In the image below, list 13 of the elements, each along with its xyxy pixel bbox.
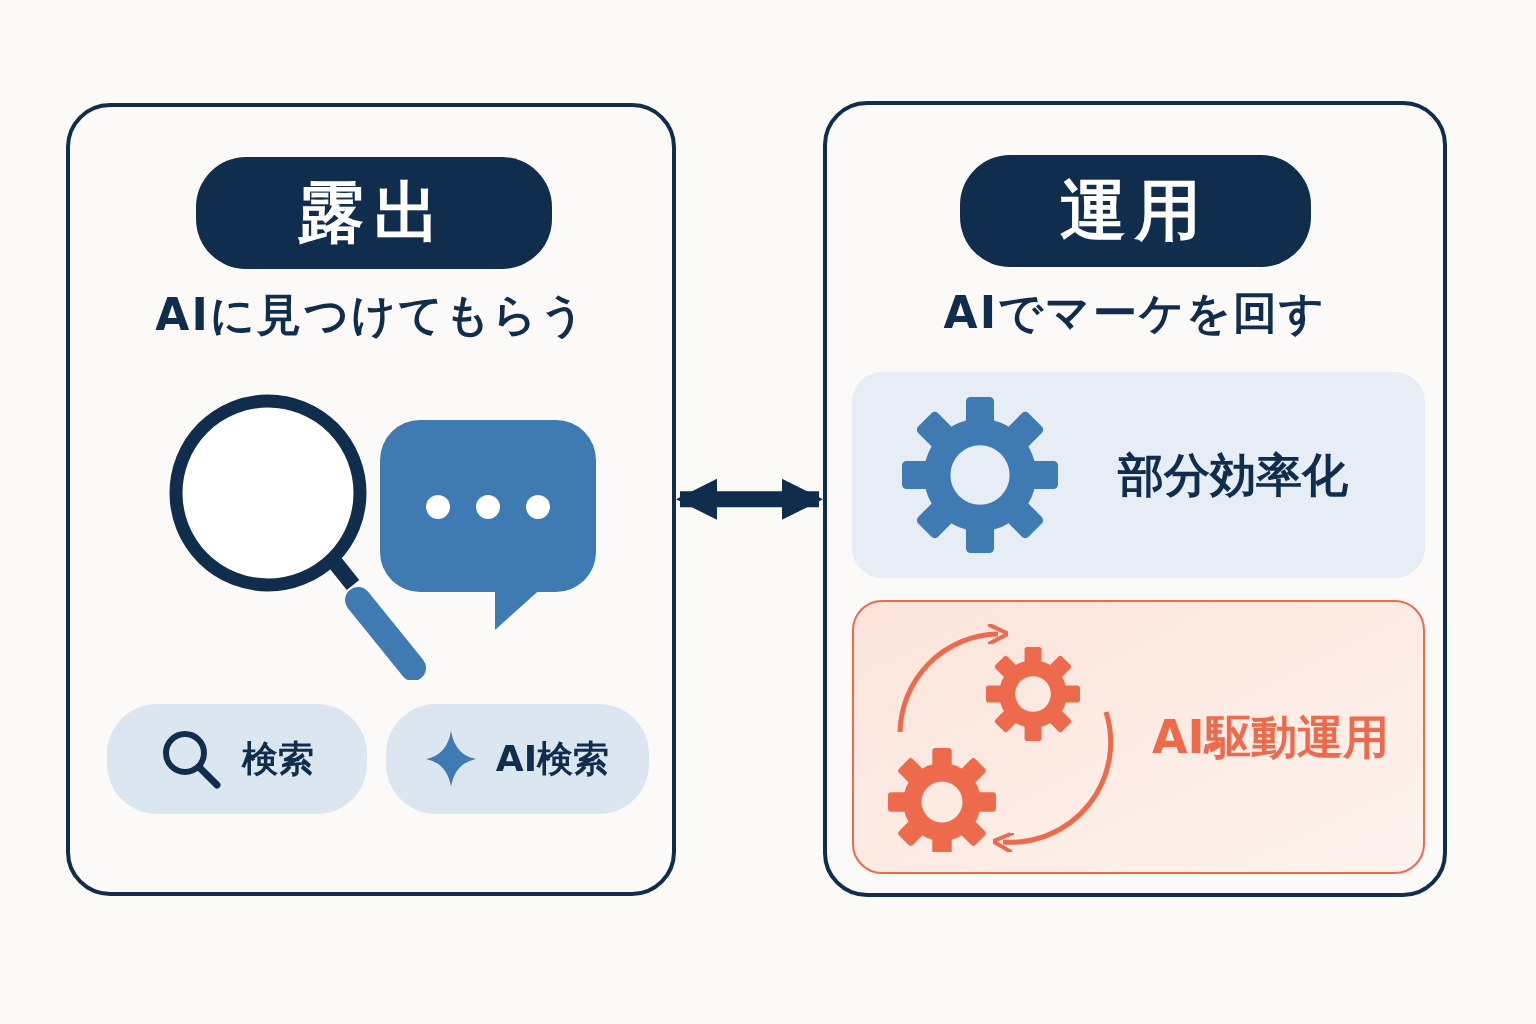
- card-label: AI駆動運用: [1152, 714, 1389, 760]
- feature-card: [852, 600, 1425, 874]
- panel-card: [66, 103, 676, 896]
- chip-label: 検索: [242, 741, 314, 777]
- title-pill: 運用: [960, 155, 1311, 267]
- feature-card: [852, 372, 1425, 578]
- chip-label: AI検索: [495, 741, 610, 777]
- card-label: 部分効率化: [1118, 452, 1348, 498]
- title-pill: 露出: [196, 157, 552, 269]
- panel-subtitle: AIに見つけてもらう: [154, 293, 588, 337]
- double-arrow: [675, 478, 824, 521]
- panel-subtitle: AIでマーケを回す: [942, 291, 1328, 335]
- panel-card: [823, 101, 1447, 897]
